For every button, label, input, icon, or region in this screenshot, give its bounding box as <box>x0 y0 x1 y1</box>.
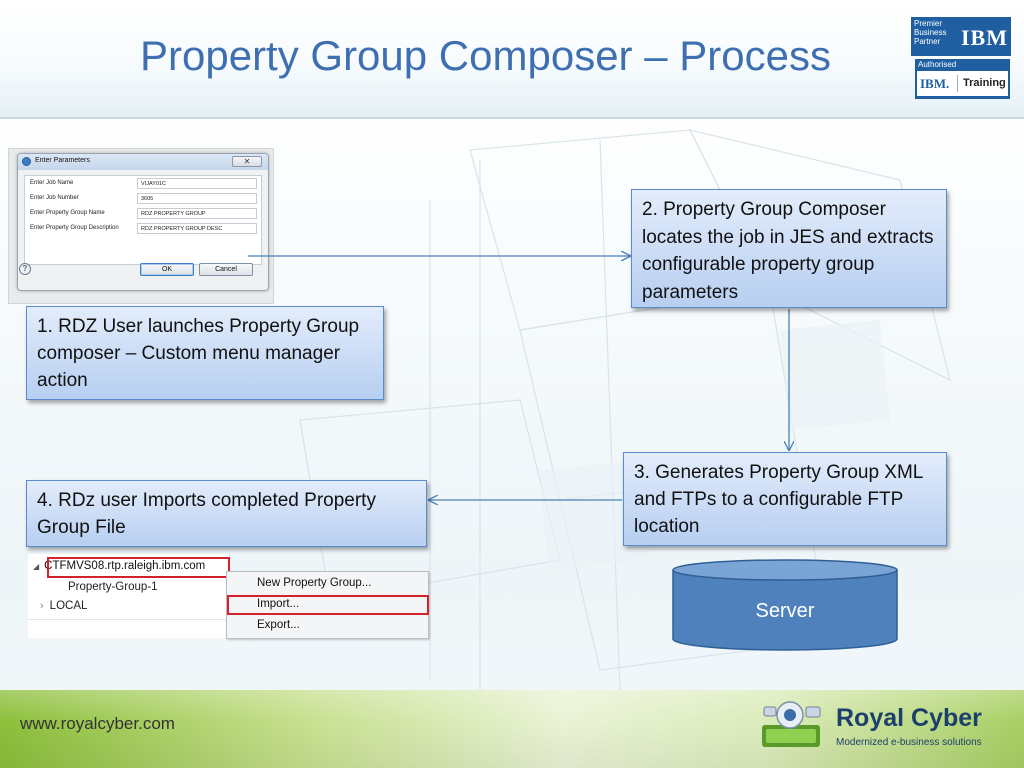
job-name-row: Enter Job Name VIJAY01C <box>25 177 261 191</box>
partner-line: Partner <box>914 37 941 46</box>
property-group-name-row: Enter Property Group Name RDZ PROPERTY G… <box>25 207 261 221</box>
menu-item-export[interactable]: Export... <box>257 619 300 631</box>
refresh-icon <box>22 157 31 166</box>
badge-separator <box>957 75 958 92</box>
tree-item-host[interactable]: ◢ CTFMVS08.rtp.raleigh.ibm.com <box>33 560 205 572</box>
footer-band <box>0 690 1024 768</box>
job-number-label: Enter Job Number <box>30 195 79 201</box>
property-group-description-row: Enter Property Group Description RDZ PRO… <box>25 222 261 236</box>
menu-item-new-property-group[interactable]: New Property Group... <box>257 577 372 589</box>
property-group-name-field[interactable]: RDZ PROPERTY GROUP <box>137 208 257 219</box>
slide-title: Property Group Composer – Process <box>140 32 831 79</box>
partner-line: Business <box>914 28 947 37</box>
host-highlight-box <box>47 557 230 578</box>
step-4-box: 4. RDz user Imports completed Property G… <box>26 480 427 547</box>
dialog-titlebar: Enter Parameters ✕ <box>18 154 268 170</box>
footer-url[interactable]: www.royalcyber.com <box>20 714 175 733</box>
property-group-name-label: Enter Property Group Name <box>30 210 105 216</box>
menu-item-import[interactable]: Import... <box>257 598 300 610</box>
tree-item-local[interactable]: › LOCAL <box>40 600 87 612</box>
step-2-box: 2. Property Group Composer locates the j… <box>631 189 947 308</box>
company-name: Royal Cyber <box>836 704 982 732</box>
royal-cyber-logo <box>762 701 821 747</box>
remote-systems-tree <box>28 554 230 638</box>
step-1-box: 1. RDZ User launches Property Group comp… <box>26 306 384 400</box>
job-name-field[interactable]: VIJAY01C <box>137 178 257 189</box>
ok-button[interactable]: OK <box>140 263 194 276</box>
dialog-title: Enter Parameters <box>35 157 90 164</box>
job-number-field[interactable]: 3605 <box>137 193 257 204</box>
ibm-logo: IBM <box>961 25 1008 50</box>
ibm-logo: IBM. <box>920 76 950 91</box>
tree-host-label: CTFMVS08.rtp.raleigh.ibm.com <box>44 560 206 572</box>
import-highlight-box <box>227 595 429 615</box>
server-cylinder <box>672 559 898 651</box>
company-tagline: Modernized e-business solutions <box>836 737 982 748</box>
header-band <box>0 0 1024 118</box>
tree-item-property-group[interactable]: Property-Group-1 <box>68 581 158 593</box>
property-group-description-field[interactable]: RDZ PROPERTY GROUP DESC <box>137 223 257 234</box>
training-row: IBM. Training <box>917 71 1008 96</box>
cancel-button[interactable]: Cancel <box>199 263 253 276</box>
header-divider <box>0 117 1024 119</box>
step-3-box: 3. Generates Property Group XML and FTPs… <box>623 452 947 546</box>
close-icon[interactable]: ✕ <box>232 156 262 167</box>
server-label: Server <box>755 600 815 622</box>
dialog-form: Enter Job Name VIJAY01C Enter Job Number… <box>24 175 262 265</box>
authorised-label: Authorised <box>918 60 957 69</box>
tree-collapse-icon[interactable]: › <box>40 600 44 612</box>
partner-line: Premier <box>914 19 943 28</box>
property-group-description-label: Enter Property Group Description <box>30 225 119 231</box>
training-label: Training <box>963 77 1006 89</box>
context-menu: New Property Group... Import... Export..… <box>226 571 429 639</box>
job-name-label: Enter Job Name <box>30 180 74 186</box>
tree-row-divider <box>28 619 230 620</box>
ibm-premier-partner-badge: Premier Business Partner IBM <box>911 17 1011 56</box>
help-icon[interactable]: ? <box>19 263 31 275</box>
job-number-row: Enter Job Number 3605 <box>25 192 261 206</box>
tree-expand-icon[interactable]: ◢ <box>33 562 40 571</box>
footer-shine <box>0 690 1024 768</box>
tree-local-label: LOCAL <box>49 600 88 612</box>
ibm-training-badge: Authorised IBM. Training <box>915 59 1010 99</box>
